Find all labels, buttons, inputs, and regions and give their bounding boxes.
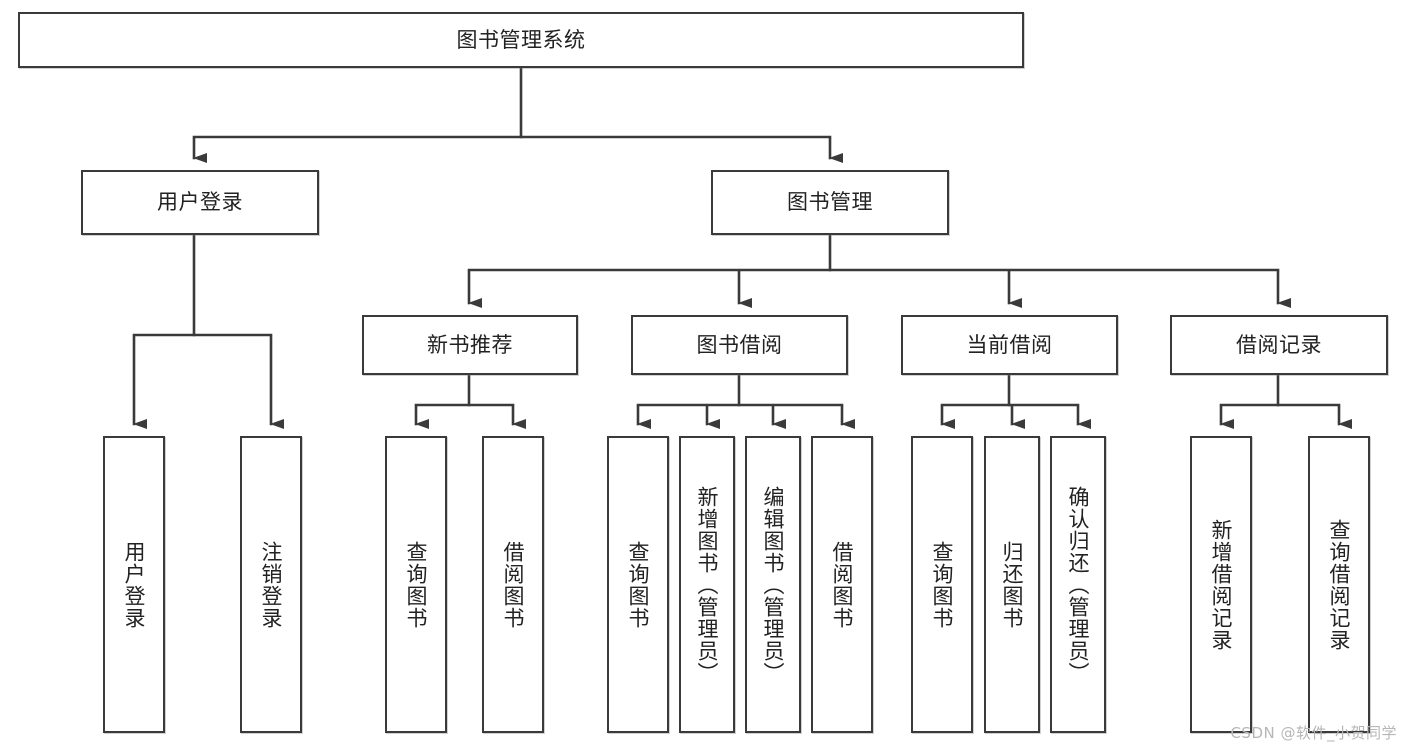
node-leaf-return-book-label: 归还图书 xyxy=(1000,540,1025,629)
node-leaf-add-record[interactable]: 新增借阅记录 xyxy=(1190,436,1252,733)
node-user-login[interactable]: 用户登录 xyxy=(81,170,319,235)
node-root[interactable]: 图书管理系统 xyxy=(18,12,1024,68)
node-new-book-rec[interactable]: 新书推荐 xyxy=(362,315,578,375)
node-leaf-query-book-rec[interactable]: 查询图书 xyxy=(385,436,447,733)
node-leaf-query-book-rec-label: 查询图书 xyxy=(404,540,429,629)
node-leaf-return-book[interactable]: 归还图书 xyxy=(984,436,1040,733)
node-user-login-label: 用户登录 xyxy=(157,190,243,215)
edges-bookborrow-to-leaves xyxy=(636,373,855,429)
node-leaf-add-book[interactable]: 新增图书（管理员） xyxy=(679,436,735,733)
node-book-borrow-label: 图书借阅 xyxy=(696,332,783,357)
node-book-borrow[interactable]: 图书借阅 xyxy=(631,315,848,375)
node-leaf-borrow-book-rec[interactable]: 借阅图书 xyxy=(482,436,544,733)
node-leaf-query-record-label: 查询借阅记录 xyxy=(1327,518,1352,651)
edges-userlogin-to-leaves xyxy=(132,233,284,429)
node-leaf-query-book-cur[interactable]: 查询图书 xyxy=(911,436,973,733)
watermark-text: CSDN @软件_小贺同学 xyxy=(1230,724,1397,742)
node-root-label: 图书管理系统 xyxy=(456,27,586,52)
node-leaf-borrow-book-rec-label: 借阅图书 xyxy=(501,540,526,629)
node-leaf-confirm-return-label: 确认归还（管理员） xyxy=(1066,485,1091,684)
node-leaf-borrow-book-label: 借阅图书 xyxy=(830,540,855,629)
node-borrow-record-label: 借阅记录 xyxy=(1236,332,1322,357)
edges-newbookrec-to-leaves xyxy=(414,373,526,429)
node-current-borrow-label: 当前借阅 xyxy=(966,332,1053,357)
edges-bookmanage-to-level3 xyxy=(467,233,1291,308)
node-leaf-confirm-return[interactable]: 确认归还（管理员） xyxy=(1050,436,1106,733)
node-leaf-user-login-label: 用户登录 xyxy=(122,540,147,629)
node-leaf-logout-label: 注销登录 xyxy=(259,540,284,629)
node-new-book-rec-label: 新书推荐 xyxy=(427,332,513,357)
edges-currentborrow-to-leaves xyxy=(940,373,1091,429)
node-leaf-query-book-cur-label: 查询图书 xyxy=(930,540,955,629)
node-leaf-logout[interactable]: 注销登录 xyxy=(240,436,302,733)
node-leaf-query-record[interactable]: 查询借阅记录 xyxy=(1308,436,1370,733)
node-book-manage[interactable]: 图书管理 xyxy=(711,170,949,235)
node-borrow-record[interactable]: 借阅记录 xyxy=(1170,315,1388,375)
node-leaf-query-book-borrow-label: 查询图书 xyxy=(626,540,651,629)
node-leaf-edit-book-label: 编辑图书（管理员） xyxy=(761,485,786,684)
node-leaf-add-book-label: 新增图书（管理员） xyxy=(695,485,720,684)
node-leaf-edit-book[interactable]: 编辑图书（管理员） xyxy=(745,436,801,733)
node-leaf-user-login[interactable]: 用户登录 xyxy=(103,436,165,733)
edges-root-to-level2 xyxy=(192,66,843,163)
node-book-manage-label: 图书管理 xyxy=(787,190,873,215)
node-current-borrow[interactable]: 当前借阅 xyxy=(901,315,1118,375)
node-leaf-add-record-label: 新增借阅记录 xyxy=(1209,518,1234,651)
node-leaf-query-book-borrow[interactable]: 查询图书 xyxy=(607,436,669,733)
edges-borrowrecord-to-leaves xyxy=(1219,373,1352,429)
node-leaf-borrow-book[interactable]: 借阅图书 xyxy=(811,436,873,733)
